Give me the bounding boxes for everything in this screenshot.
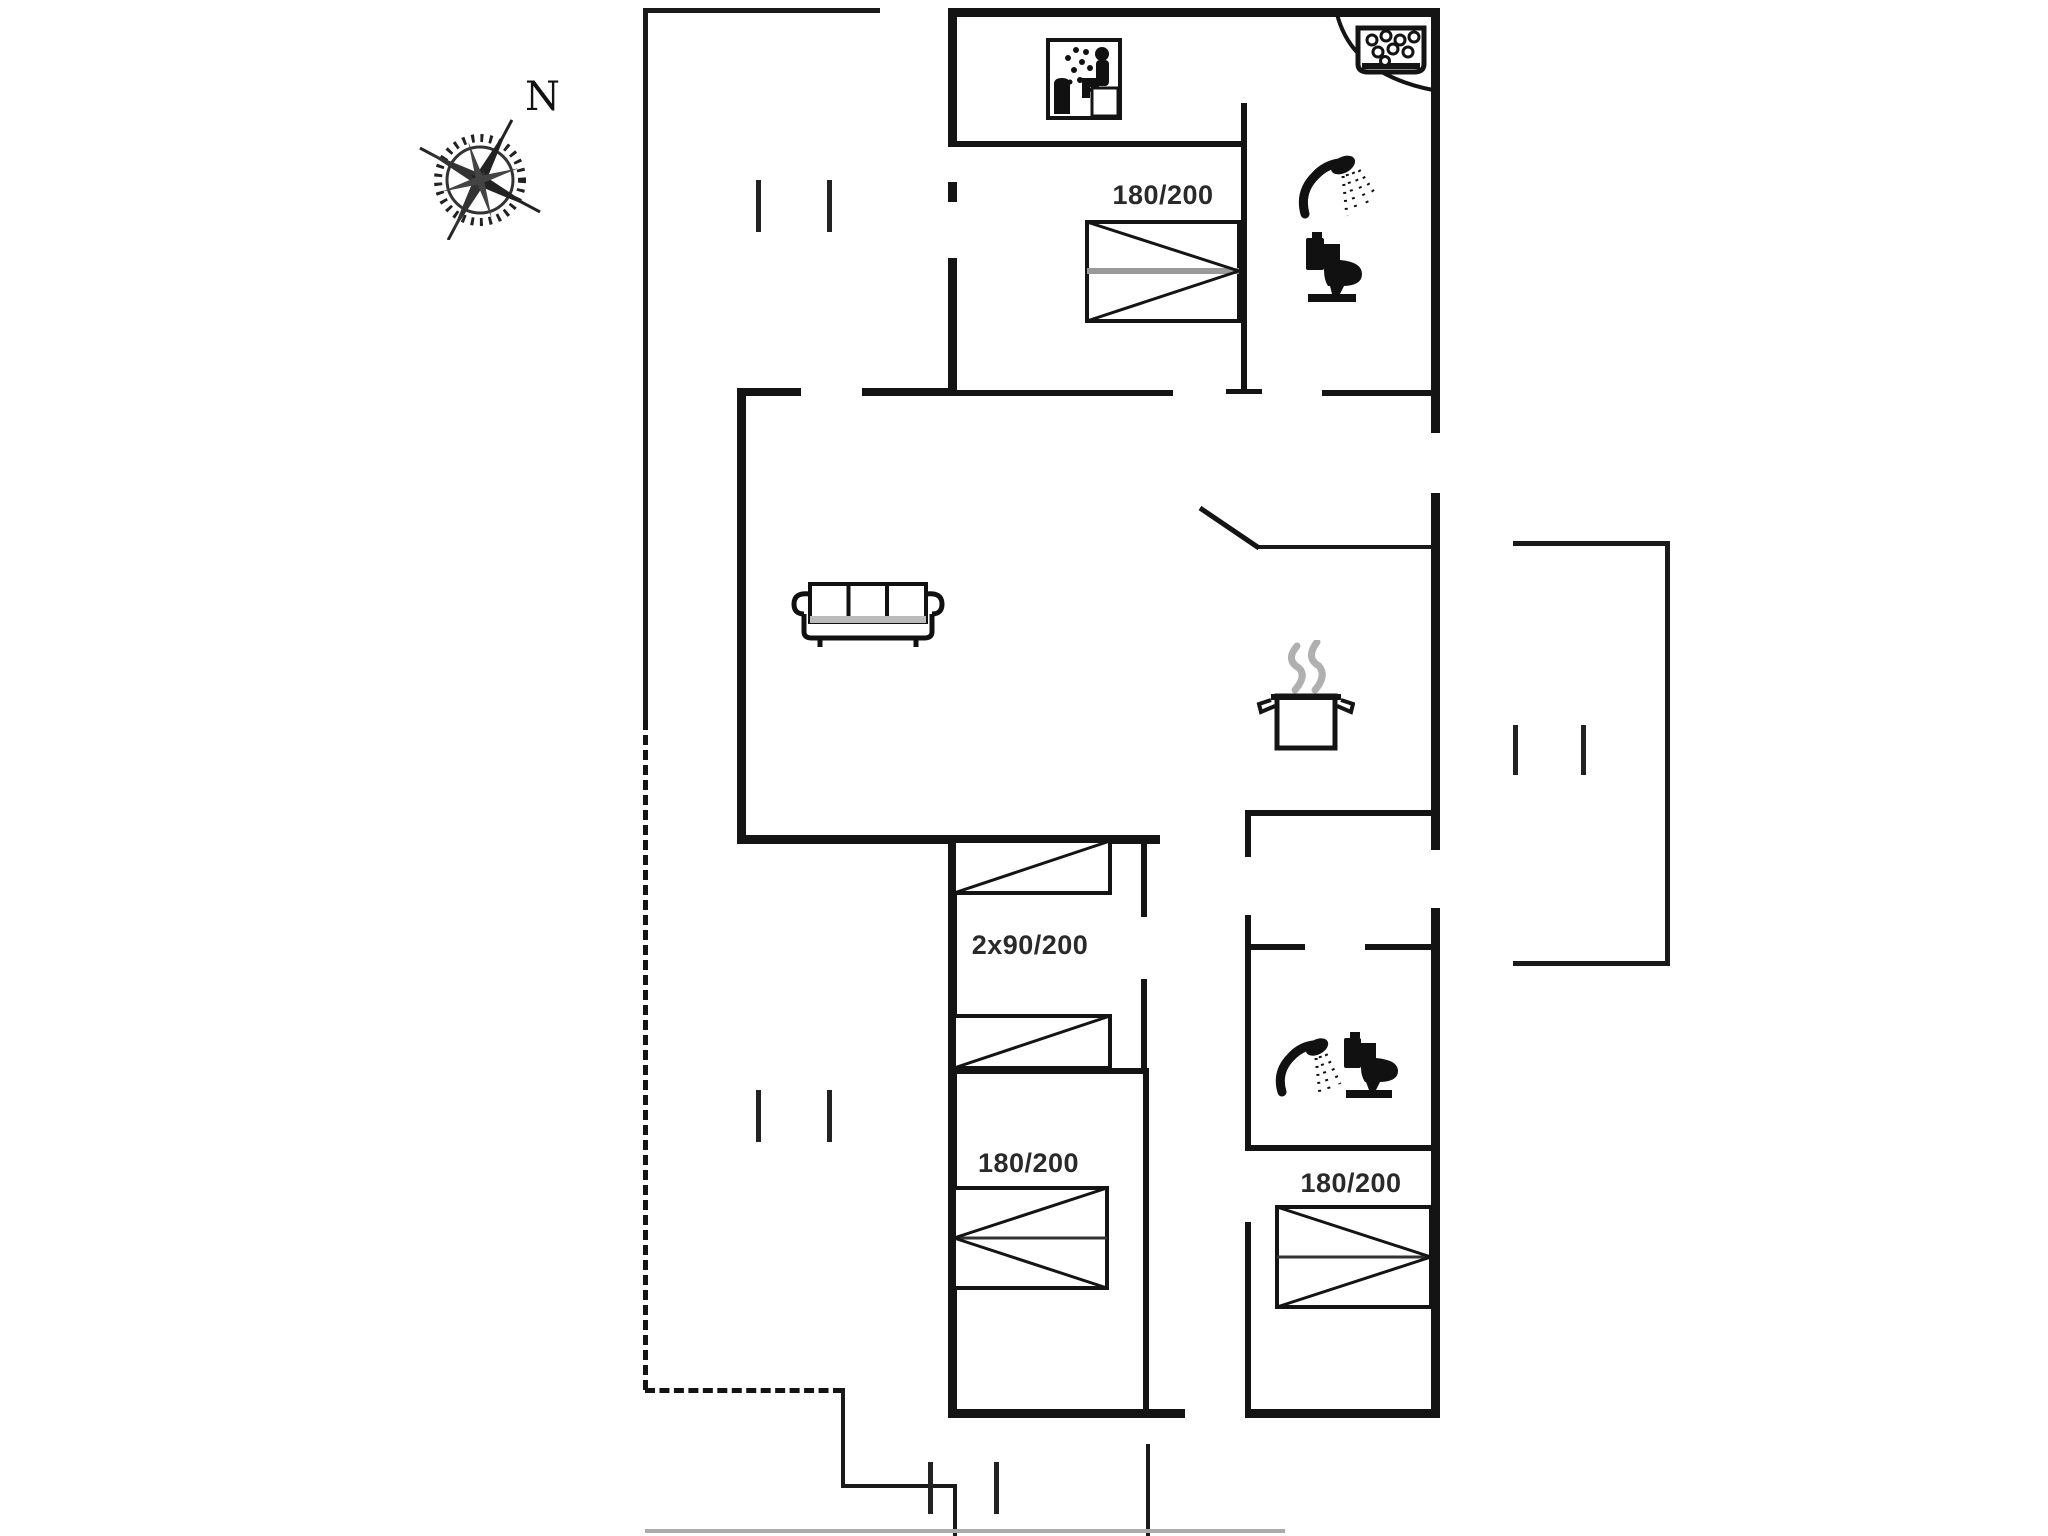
bottom-bath-top-wall-a (1245, 944, 1305, 950)
bunkroom-divider-wall (948, 1068, 1148, 1074)
terrace-left-dashed-line (643, 720, 648, 1390)
living-left-wall (737, 388, 746, 844)
right-wall-lower (1431, 908, 1440, 1418)
window-tick (827, 180, 832, 232)
bed-size-label: 2x90/200 (971, 930, 1089, 960)
bunkroom-right-wall-b (1141, 979, 1147, 1074)
terrace-edge-line (645, 1529, 1285, 1533)
living-bottom-wall (737, 835, 957, 844)
bed-size-label: 180/200 (1112, 180, 1214, 210)
double-bed-top (1085, 220, 1241, 323)
sofa-icon (790, 580, 946, 650)
suite-left-wall-b (1245, 915, 1251, 1147)
bunk-bed-upper (952, 839, 1112, 895)
kitchen-wall-diagonal (1196, 504, 1262, 552)
top-bedroom-bottom-wall (955, 390, 1173, 396)
bottom-terrace-wall (1146, 1444, 1150, 1536)
wing-right-wall (1665, 541, 1670, 966)
window-tick (756, 180, 761, 232)
bottom-bath-bottom-wall (1245, 1145, 1432, 1151)
bottom-bath-top-wall-b (1365, 944, 1432, 950)
bed-size-label: 180/200 (1300, 1168, 1402, 1198)
bunkroom-right-wall-a (1141, 835, 1147, 917)
wing-bottom-wall (1513, 961, 1670, 966)
entry-step-wall-v (841, 1388, 845, 1488)
window-tick (1581, 725, 1586, 775)
shower-icon-top (1295, 150, 1377, 230)
wing-top-wall (1513, 541, 1670, 546)
toilet-icon-bottom (1338, 1030, 1402, 1100)
bedroom-bathroom-divider (1241, 103, 1247, 393)
bed-size-label: 180/200 (977, 1148, 1080, 1178)
window-tick (994, 1462, 999, 1514)
kitchen-wall (1256, 545, 1432, 549)
living-top-wall-a (737, 388, 801, 396)
house-top-wall (948, 8, 1440, 17)
divider-end-cap (1226, 389, 1262, 394)
terrace-bottom-dashed-line (645, 1388, 843, 1393)
compass-north-text: N (525, 74, 560, 120)
window-tick (827, 1090, 832, 1142)
window-tick (756, 1090, 761, 1142)
top-bathroom-bottom-wall (1322, 390, 1431, 396)
entry-step-wall-h (841, 1484, 957, 1488)
cooking-pot-icon (1255, 640, 1355, 758)
right-wall-upper (1431, 8, 1440, 433)
double-bed-bottom-right (1275, 1205, 1433, 1309)
window-tick (928, 1462, 933, 1514)
vestibule-divider-wall (1143, 1068, 1149, 1418)
sauna-bottom-wall (948, 141, 1246, 147)
hall-wall-lower (948, 258, 957, 395)
living-top-wall-b (862, 388, 955, 396)
bottom-wall-left (948, 1409, 1185, 1418)
terrace-left-wall (643, 8, 648, 720)
sauna-left-wall (948, 8, 957, 145)
double-bed-bottom-left (952, 1186, 1109, 1290)
bunk-bed-lower (952, 1014, 1112, 1070)
window-tick (1513, 725, 1518, 775)
compass-rose-icon: N (405, 40, 585, 240)
bottom-wing-left-wall (948, 835, 957, 1418)
sauna-icon (1046, 38, 1122, 120)
toilet-icon-top (1300, 230, 1366, 304)
entry-step-wall-v2 (953, 1484, 957, 1536)
hall-wall-stub (948, 182, 957, 202)
whirlpool-icon (1352, 24, 1430, 78)
suite-top-wall (1245, 810, 1432, 816)
terrace-top-wall (643, 8, 880, 13)
shower-icon-bottom (1272, 1032, 1348, 1106)
suite-left-wall-a (1245, 810, 1251, 857)
bottom-wall-right (1251, 1409, 1440, 1418)
suite-left-wall-c (1245, 1222, 1251, 1418)
right-wall-middle (1431, 493, 1440, 850)
